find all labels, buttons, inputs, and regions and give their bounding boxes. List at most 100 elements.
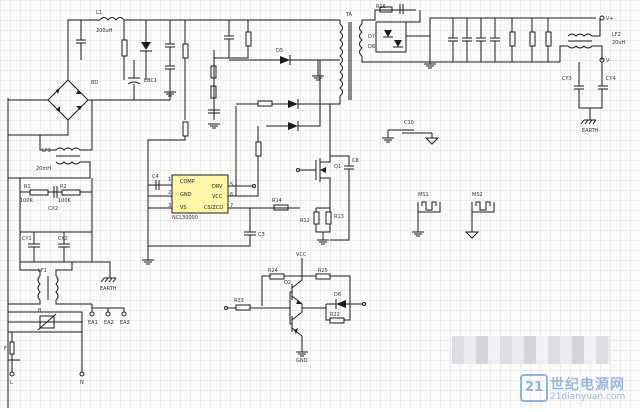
earth2-label: EARTH xyxy=(582,128,599,134)
inductor-l1 xyxy=(99,17,125,21)
terminal-vplus xyxy=(599,15,605,21)
earth-symbol-2 xyxy=(580,119,597,125)
wire-lf1-d xyxy=(55,300,92,305)
wire-sense-3 xyxy=(315,224,331,233)
wire-c8-b xyxy=(330,169,350,241)
mosfet-q1 xyxy=(315,150,331,190)
varistor-label: B xyxy=(38,308,42,314)
cy1-label: CY1 xyxy=(22,236,32,242)
wire-ta-s2 xyxy=(361,56,560,63)
c3-label: C3 xyxy=(258,232,265,238)
ground-symbol-3 xyxy=(312,75,324,81)
r2-label: R2 xyxy=(60,184,67,190)
gnd-label-drv: GND xyxy=(296,358,308,364)
wire-sec-top xyxy=(406,10,421,23)
ms1-label: MS1 xyxy=(418,192,429,198)
vminus-label: V- xyxy=(606,58,611,64)
capacitor-c3 xyxy=(244,231,256,236)
fuse-label: F xyxy=(4,346,7,352)
wire-lf2-out2 xyxy=(592,45,603,60)
watermark-logo: 21 xyxy=(520,374,548,402)
terminal-l xyxy=(9,371,15,377)
l1-value: 200uH xyxy=(96,28,113,34)
terminal-n-label: N xyxy=(80,380,84,386)
ta-label: TA xyxy=(345,12,353,18)
watermark-url: 21dianyuan.com xyxy=(550,392,626,402)
diode-d6 xyxy=(335,299,346,309)
diode-d7 xyxy=(383,30,393,38)
fuse-f1 xyxy=(9,341,15,355)
inductor-lf2 xyxy=(567,33,593,49)
q1-label: Q1 xyxy=(334,164,341,170)
varistor xyxy=(39,315,55,329)
resistor-r1 xyxy=(29,189,49,196)
capacitor-cy2 xyxy=(58,243,70,248)
capacitor-cy3 xyxy=(574,85,584,90)
terminal-l-label: L xyxy=(10,380,13,386)
capacitor-top-sec xyxy=(399,4,404,14)
wire-lf1-b xyxy=(55,262,73,276)
ground-symbol-ms1 xyxy=(412,231,424,237)
wire-zcd-b xyxy=(236,156,259,197)
varistor-slash xyxy=(37,313,57,331)
d6-label: D6 xyxy=(334,292,341,298)
ea-group xyxy=(89,304,127,317)
wire-cy-bot xyxy=(578,89,603,109)
pixelated-region xyxy=(452,336,610,364)
vcc-label-1: VCC xyxy=(296,252,307,258)
wire-q-base-l xyxy=(289,308,292,325)
resistor-col-2 xyxy=(210,85,217,99)
resistor-r13 xyxy=(325,211,332,225)
capacitor-col xyxy=(208,109,220,114)
q2-label: Q2 xyxy=(284,280,291,286)
wire-lf1-c xyxy=(8,300,41,305)
ms2-mount xyxy=(471,201,495,213)
ic-pin-num-1: 1 xyxy=(168,177,171,183)
capacitor-c4 xyxy=(155,180,160,190)
drv-input-node xyxy=(224,306,228,310)
ic-pin-comp: COMP xyxy=(180,179,195,185)
cy3-label: CY3 xyxy=(562,76,572,82)
r33-label: R33 xyxy=(234,298,244,304)
cx2-label: CX2 xyxy=(48,206,58,212)
ic-pin-cszcd: CS/ZCD xyxy=(204,205,223,211)
wire-lf3-a xyxy=(39,135,56,151)
vplus-label: V+ xyxy=(606,16,614,22)
transformer-ta xyxy=(339,22,363,100)
ic-ncl30000 xyxy=(171,174,229,214)
wire-lf3-c xyxy=(8,161,91,179)
wire-bd-bottom xyxy=(8,120,69,136)
inductor-lf3 xyxy=(55,147,81,165)
diode-d5 xyxy=(280,55,291,65)
wire-r22-r xyxy=(344,304,351,321)
diode-zener xyxy=(140,42,152,52)
resistor-vcc xyxy=(257,100,273,107)
r12-label: R12 xyxy=(300,218,310,224)
bridge-rectifier xyxy=(47,79,89,121)
ground-symbol-q1 xyxy=(317,239,329,245)
c10-label: C10 xyxy=(404,120,414,126)
ground-symbol-sec xyxy=(424,63,436,69)
watermark: 21 世纪电源网 21dianyuan.com xyxy=(520,372,638,406)
ms1-mount xyxy=(417,201,441,213)
ground-symbol-2 xyxy=(208,123,220,129)
output-bank xyxy=(448,18,552,62)
capacitor-cy1 xyxy=(28,243,40,248)
ground-symbol-ic xyxy=(142,259,154,265)
wire-r22-l xyxy=(325,304,330,321)
inductor-lf1 xyxy=(37,275,59,301)
capacitor-c10 xyxy=(402,129,414,134)
wire-r25-r xyxy=(330,275,351,304)
drv-node xyxy=(252,184,256,188)
earth1-label: EARTH xyxy=(100,286,117,292)
wire-ta-s1 xyxy=(361,9,416,24)
resistor-r14 xyxy=(273,204,289,211)
ground-symbol-drv xyxy=(296,351,308,357)
resistor-r33 xyxy=(235,304,251,311)
ea3-label: EA3 xyxy=(120,320,130,326)
capacitor-cx2 xyxy=(53,186,58,198)
ic-pin-vs: VS xyxy=(180,205,187,211)
resistor-r24 xyxy=(269,273,285,280)
capacitor-snubber xyxy=(224,35,234,40)
q1-gate-node xyxy=(296,168,300,172)
